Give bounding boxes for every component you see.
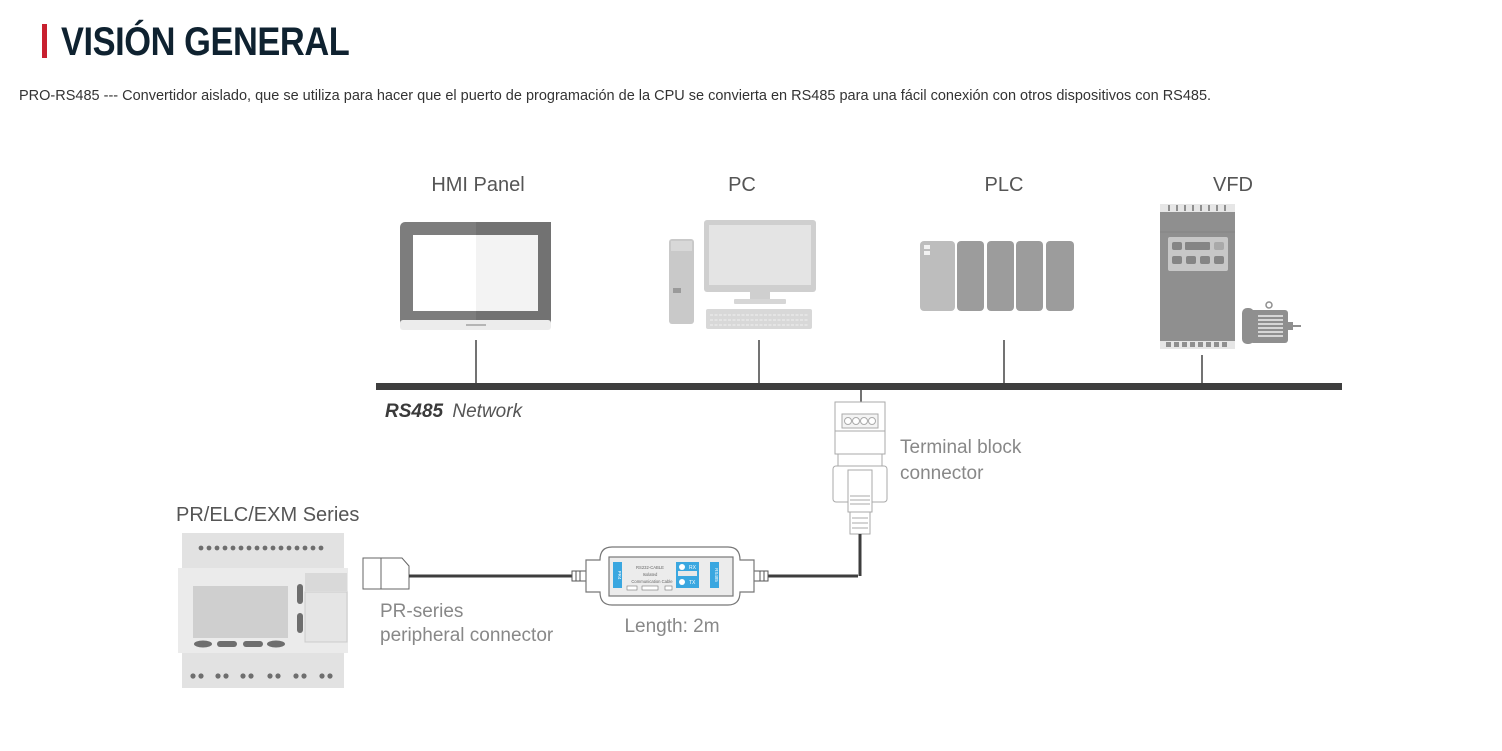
controller-icon xyxy=(178,533,348,688)
terminal-block-label-line2: connector xyxy=(900,463,984,484)
module-text-line1: RS232-CABLE xyxy=(636,565,664,570)
controller-label: PR/ELC/EXM Series xyxy=(176,504,359,526)
rs485-bus-line xyxy=(376,383,1342,390)
page-title: VISIÓN GENERAL xyxy=(61,20,350,64)
device-label-hmi: HMI Panel xyxy=(431,174,524,196)
motor-icon xyxy=(1242,301,1301,344)
terminal-block-label-line1: Terminal block xyxy=(900,437,1022,458)
rs485-network-label: RS485 Network xyxy=(385,401,524,422)
port-tag-right xyxy=(710,562,719,588)
cable-wires xyxy=(409,534,862,578)
controller-top-terminals xyxy=(198,545,324,551)
device-label-plc: PLC xyxy=(985,174,1024,196)
rs485-label-bold: RS485 xyxy=(385,401,444,422)
peripheral-connector-label-line2: peripheral connector xyxy=(380,625,554,646)
hmi-panel-icon xyxy=(400,222,551,330)
port-tag-left xyxy=(613,562,622,588)
rs485-converter-module: PR4 RS485 RS232-CABLE Isolated Communica… xyxy=(585,546,755,606)
pc-icon xyxy=(669,220,816,329)
rx-led-label: RX xyxy=(689,565,697,571)
peripheral-connector-icon xyxy=(362,557,410,590)
peripheral-connector-label-line1: PR-series xyxy=(380,601,463,622)
device-label-vfd: VFD xyxy=(1213,174,1253,196)
device-label-pc: PC xyxy=(728,174,756,196)
plc-icon xyxy=(920,241,1074,311)
module-text-line2: Isolated xyxy=(643,572,658,577)
tx-led-label: TX xyxy=(689,580,696,586)
vfd-icon xyxy=(1160,204,1235,349)
rx-led-icon xyxy=(679,564,685,570)
title-accent-bar xyxy=(42,24,47,58)
rs485-label-rest: Network xyxy=(452,401,523,422)
product-description: PRO-RS485 --- Convertidor aislado, que s… xyxy=(19,88,1212,104)
device-drop-lines xyxy=(475,340,1203,402)
port-label-right: RS485 xyxy=(714,568,719,582)
controller-bottom-terminals xyxy=(190,673,333,679)
port-label-left: PR4 xyxy=(617,571,622,580)
terminal-block-connector-icon xyxy=(832,401,888,535)
tx-led-icon xyxy=(679,579,685,585)
module-text-line3: Communication Cable xyxy=(631,579,673,584)
cable-length-label: Length: 2m xyxy=(624,616,719,637)
